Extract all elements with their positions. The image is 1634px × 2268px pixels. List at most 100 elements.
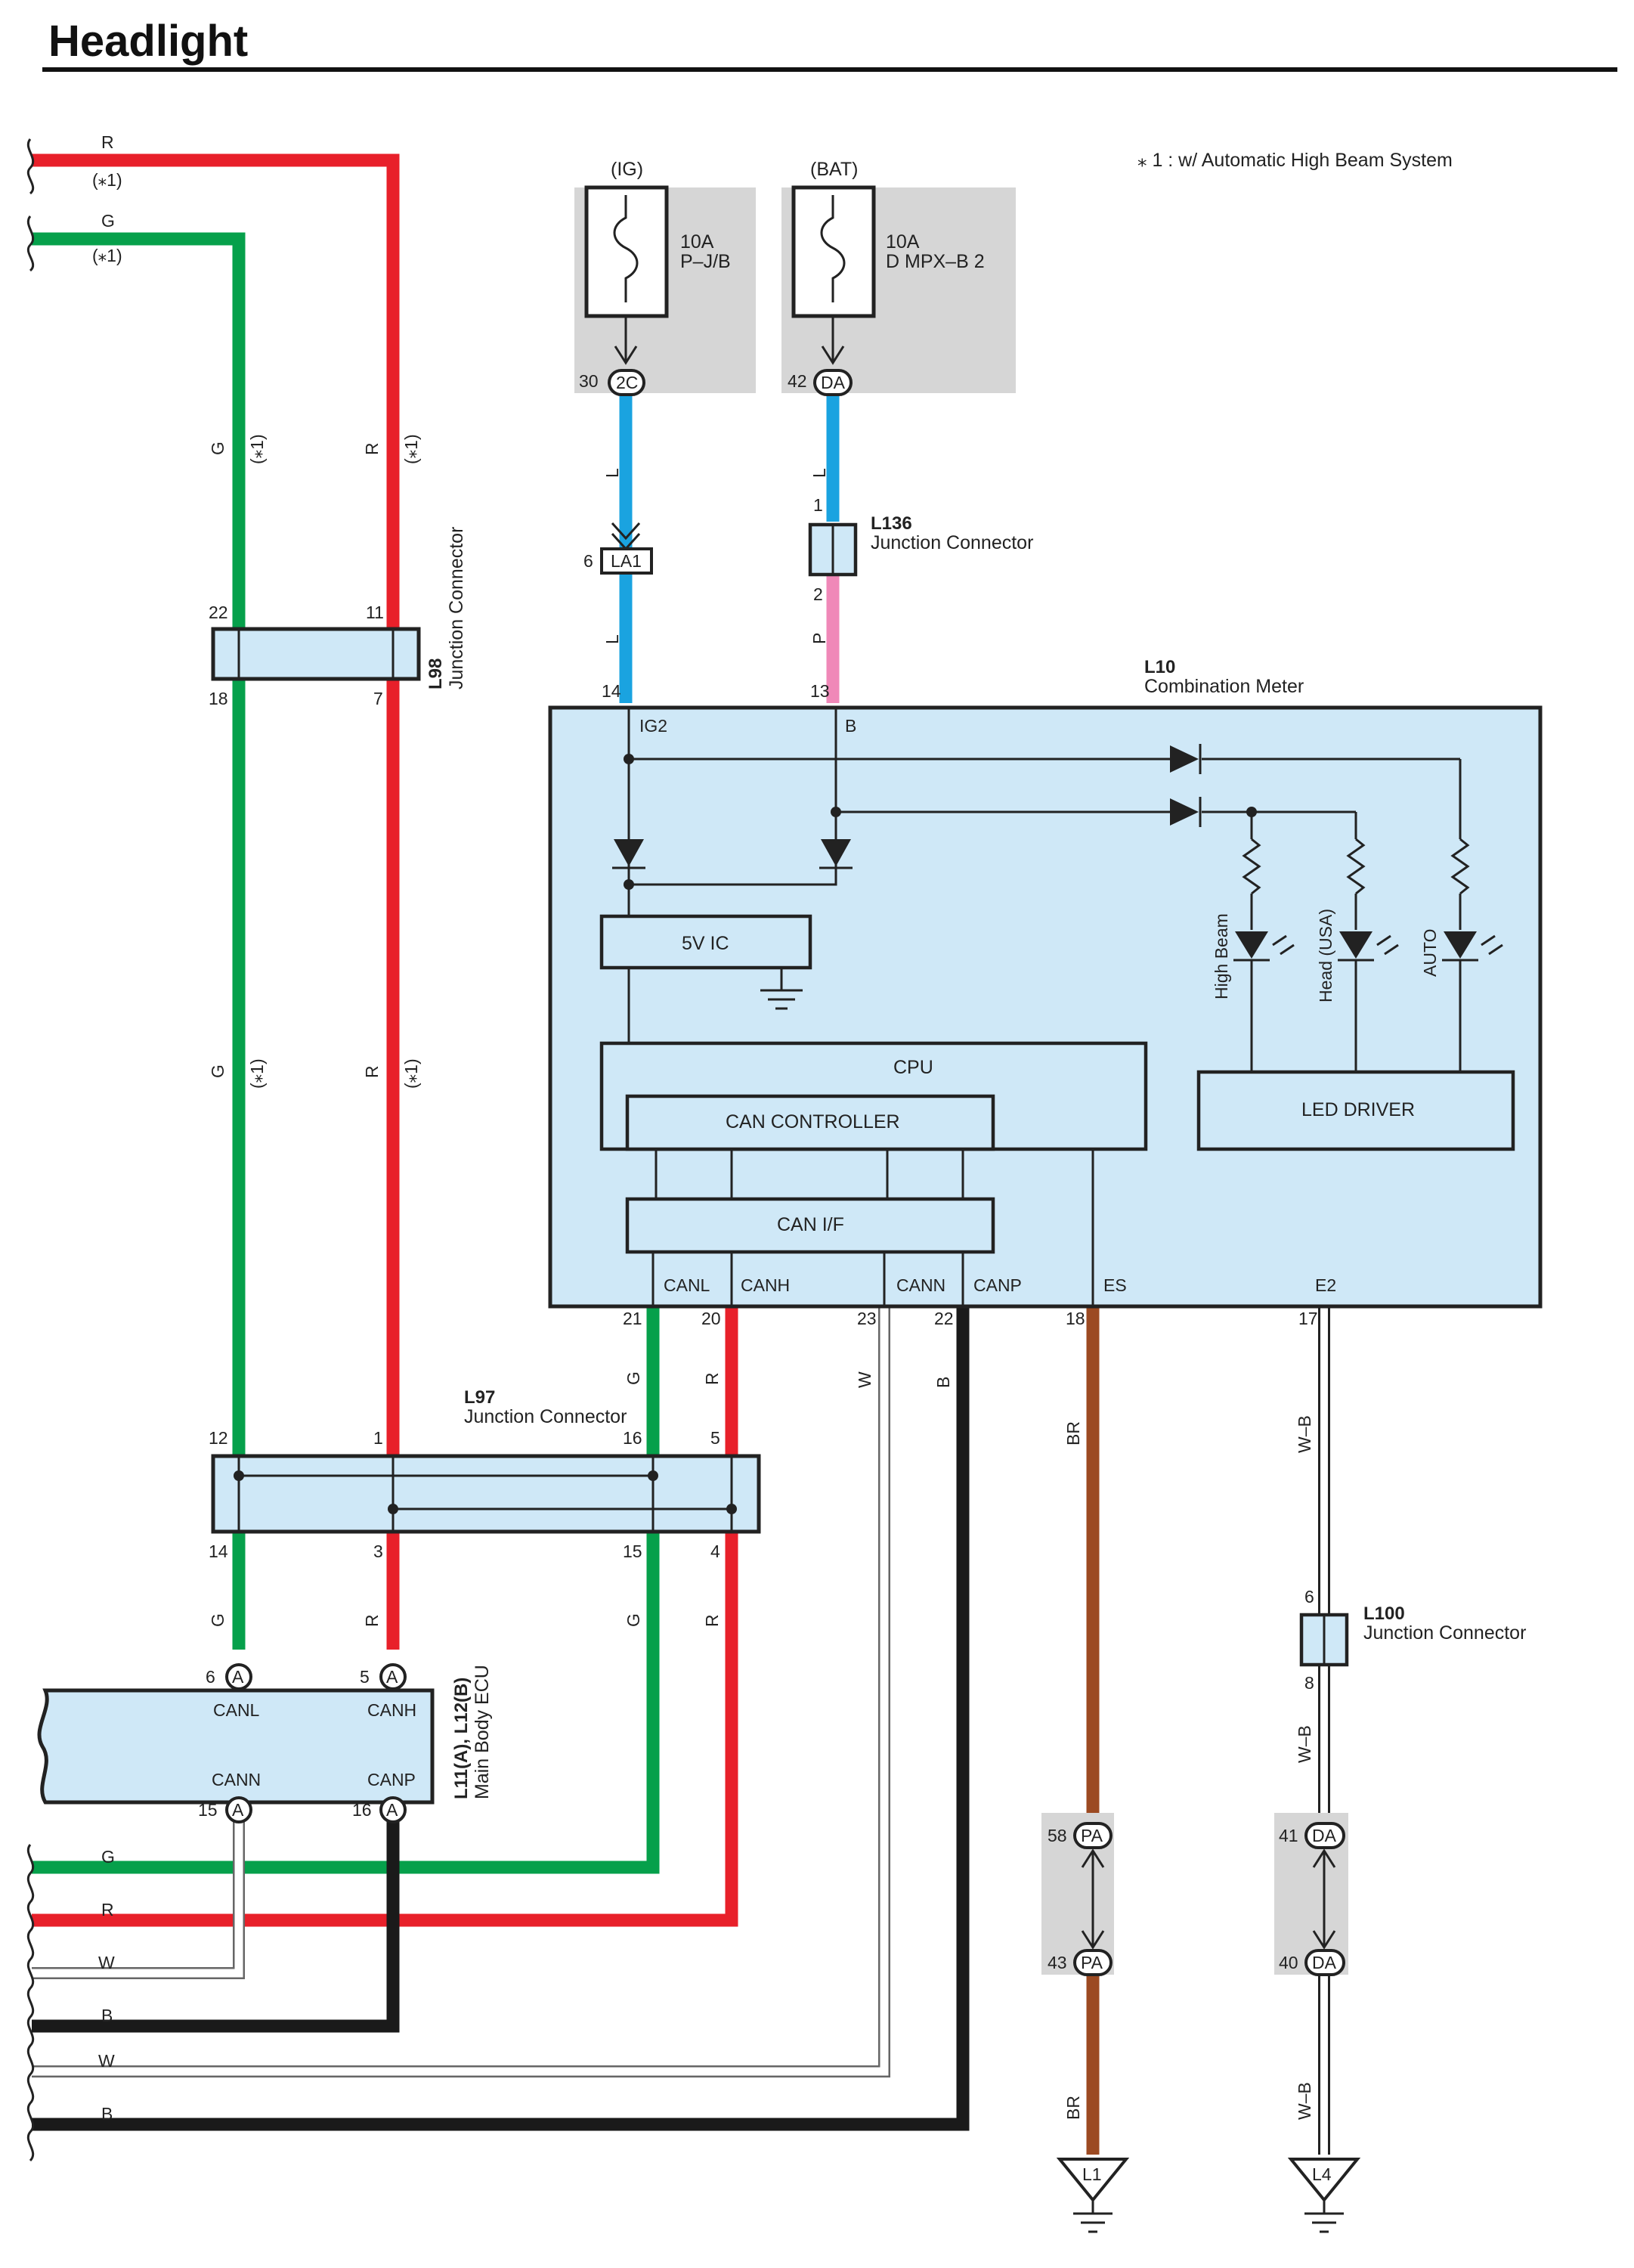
led-light-icon: [1272, 934, 1295, 956]
fuse-bat-name: D MPX–B 2: [886, 251, 985, 272]
break-mark-icon: [26, 1844, 35, 2162]
wire-label-l-3: L: [809, 468, 829, 478]
wire-w-cann-meter: [32, 1302, 889, 2076]
wire-w-cann-ecu-outline: [32, 1817, 245, 1979]
meter-pin-no-17: 17: [1298, 1309, 1318, 1328]
junction-l98-name: Junction Connector: [446, 527, 467, 689]
wire-label-star-v3: (⁎1): [247, 1058, 267, 1089]
break-mark-icon: [26, 138, 35, 195]
junction-l136-id: L136: [871, 513, 912, 534]
junction-l98-pin-7: 7: [373, 689, 383, 708]
junction-l97-pin-4: 4: [710, 1541, 720, 1561]
wire-r-top: [32, 153, 400, 1650]
wire-label-star-v1: (⁎1): [247, 434, 267, 464]
ground-l4-label: L4: [1312, 2164, 1332, 2184]
wire-w-cann-ecu: [32, 1817, 243, 1978]
b-to-ic-line: [629, 868, 837, 886]
wire-label-r-v1: R: [362, 442, 382, 455]
ecu-pin-canh: CANH: [367, 1700, 416, 1720]
ground-l4: [1287, 2158, 1361, 2203]
connector-pa-arrow-icon: [1081, 1848, 1105, 1950]
wire-label-star-v4: (⁎1): [401, 1058, 421, 1089]
junction-l100-pin-out: 8: [1304, 1673, 1314, 1693]
resistor-icon: [1346, 838, 1366, 895]
junction-l98: [211, 627, 421, 681]
ecu-terminal-canl: [225, 1663, 252, 1690]
meter-pin-canl: CANL: [664, 1275, 710, 1295]
led-label-head: Head (USA): [1316, 909, 1335, 1002]
wire-label-br-2: BR: [1063, 2096, 1083, 2120]
connector-2c: [608, 369, 645, 396]
diode-icon: [614, 839, 644, 866]
meter-pin-no-22: 22: [934, 1309, 954, 1328]
meter-pin-no-18: 18: [1066, 1309, 1085, 1328]
junction-l98-pin-22: 22: [209, 603, 228, 622]
wire-label-wb-2: W–B: [1295, 1725, 1314, 1763]
connector-da-top-pin: 41: [1279, 1826, 1298, 1845]
wire-label-b2: B: [101, 2104, 113, 2124]
connector-da-top-label: DA: [1312, 1826, 1337, 1845]
connector-la1-label: LA1: [611, 551, 642, 571]
block-can-controller-label: CAN CONTROLLER: [726, 1111, 900, 1132]
ground-l1-label: L1: [1082, 2164, 1102, 2184]
fuse-ig-rating: 10A: [680, 231, 714, 253]
junction-l100-name: Junction Connector: [1363, 1622, 1526, 1644]
junction-l136-pin-in: 1: [813, 495, 823, 515]
connector-da: [813, 369, 853, 396]
connector-pa-bottom: [1073, 1949, 1113, 1976]
wire-label-g-canl: G: [624, 1371, 643, 1385]
ecu-pin-cann: CANN: [212, 1770, 261, 1789]
ecu-terminal-canh-conn: A: [386, 1667, 398, 1687]
meter-pin-canp: CANP: [973, 1275, 1022, 1295]
ecu-name: Main Body ECU: [472, 1665, 493, 1799]
junction-l97-pin-15: 15: [623, 1541, 642, 1561]
fuse-bat-rating: 10A: [886, 231, 920, 253]
page-title: Headlight: [48, 17, 248, 66]
junction-dot: [234, 1470, 244, 1481]
ecu-terminal-canh: [379, 1663, 407, 1690]
junction-l98-pin-11: 11: [366, 603, 384, 622]
wire-label-w-cann: W: [855, 1371, 874, 1388]
ecu-terminal-canl-conn: A: [232, 1667, 244, 1687]
fuse-ig-element-icon: [613, 195, 639, 302]
junction-l136-name: Junction Connector: [871, 532, 1033, 553]
wire-b-canp-ecu: [32, 1817, 400, 2033]
fuse-bat-source: (BAT): [810, 159, 858, 180]
junction-l97-name: Junction Connector: [464, 1406, 627, 1427]
connector-da-arrow-icon: [1312, 1848, 1336, 1950]
meter-pin-e2: E2: [1315, 1275, 1336, 1295]
junction-l97-pin-5: 5: [710, 1428, 720, 1448]
fuse-bat-terminal-icon: [821, 345, 845, 365]
ecu-terminal-canp-conn: A: [386, 1800, 398, 1820]
block-cpu-label: CPU: [893, 1057, 933, 1078]
fuse-ig-pin: 30: [579, 371, 599, 391]
block-can-controller: [625, 1094, 995, 1151]
diode-icon: [1170, 745, 1199, 773]
wire-label-w2: W: [98, 2051, 115, 2071]
meter-pin-13: 13: [810, 681, 830, 701]
led-light-icon: [1376, 934, 1399, 956]
wire-label-star-g: (⁎1): [92, 246, 122, 265]
block-can-if: [625, 1197, 995, 1254]
meter-pin-b: B: [845, 716, 856, 736]
footnote: ⁎ 1 : w/ Automatic High Beam System: [1137, 150, 1453, 171]
wire-label-g-bottom: G: [101, 1847, 115, 1867]
wire-label-g-v1: G: [208, 442, 227, 455]
wire-r-canh: [32, 1305, 738, 1927]
meter-internal-circuit: [612, 708, 1503, 1306]
connector-pa-top-pin: 58: [1048, 1826, 1067, 1845]
fuse-ig-terminal-icon: [614, 345, 638, 365]
block-can-if-label: CAN I/F: [777, 1214, 844, 1235]
wire-label-l-2: L: [602, 634, 622, 644]
junction-l100-id: L100: [1363, 1603, 1405, 1624]
ecu-terminal-cann: [225, 1796, 252, 1823]
wire-label-g-l97b: G: [624, 1613, 643, 1627]
ecu-terminal-cann-no: 15: [198, 1800, 218, 1820]
ecu-terminal-cann-conn: A: [232, 1800, 244, 1820]
block-led-driver: [1196, 1070, 1515, 1151]
connector-da-top: [1304, 1822, 1345, 1849]
wire-label-wb-3: W–B: [1295, 2082, 1314, 2120]
led-light-icon: [1481, 934, 1503, 956]
connector-da-bottom: [1304, 1949, 1345, 1976]
